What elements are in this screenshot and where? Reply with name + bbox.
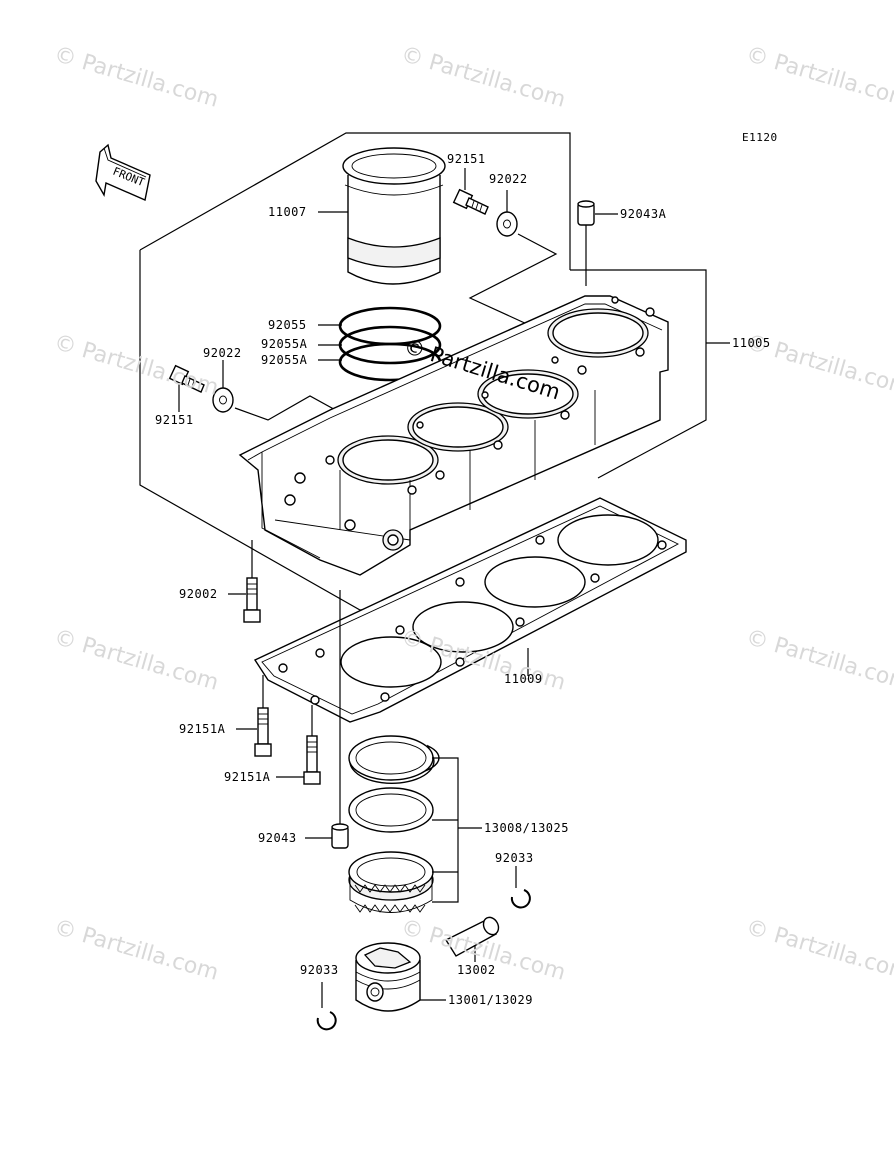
part-label-92151-top[interactable]: 92151 [447,152,486,166]
front-arrow-icon: FRONT [95,143,151,201]
circlip-92033-left [316,982,337,1031]
stud-92002 [228,540,261,623]
part-label-13001-13029[interactable]: 13001/13029 [448,993,533,1007]
part-label-11005[interactable]: 11005 [732,336,771,350]
part-label-92055[interactable]: 92055 [268,318,307,332]
part-label-92055A-1[interactable]: 92055A [261,337,308,351]
washer-92022-top [468,190,558,331]
part-label-92151A-1[interactable]: 92151A [179,722,226,736]
part-label-11007[interactable]: 11007 [268,205,307,219]
bolt-92151-top [452,168,489,215]
part-label-92151-left[interactable]: 92151 [155,413,194,427]
figure-code: E1120 [742,131,778,144]
part-label-92002[interactable]: 92002 [179,587,218,601]
cylinder-block-11005 [238,295,669,576]
part-label-92022-top[interactable]: 92022 [489,172,528,186]
part-label-92033-left[interactable]: 92033 [300,963,339,977]
gasket-11009 [253,497,687,723]
part-label-92055A-2[interactable]: 92055A [261,353,308,367]
dowel-92043A [577,200,618,286]
piston-13001-13029 [355,942,446,1012]
part-label-92022-left[interactable]: 92022 [203,346,242,360]
part-label-92043[interactable]: 92043 [258,831,297,845]
bolt-92151A-2 [276,705,321,785]
part-label-92043A[interactable]: 92043A [620,207,667,221]
dowel-92043 [305,590,349,849]
bolt-92151-left [168,364,205,412]
circlip-92033-right [510,866,531,909]
cylinder-sleeve-11007 [318,147,446,285]
part-label-11009[interactable]: 11009 [504,672,543,686]
piston-pin-13002 [444,916,500,962]
part-label-92033-right[interactable]: 92033 [495,851,534,865]
part-label-13008-13025[interactable]: 13008/13025 [484,821,569,835]
bolt-92151A-1 [236,675,272,757]
washer-92022-left [212,360,351,421]
ring-set-13008-13025 [348,735,482,913]
part-label-13002[interactable]: 13002 [457,963,496,977]
part-label-92151A-2[interactable]: 92151A [224,770,271,784]
